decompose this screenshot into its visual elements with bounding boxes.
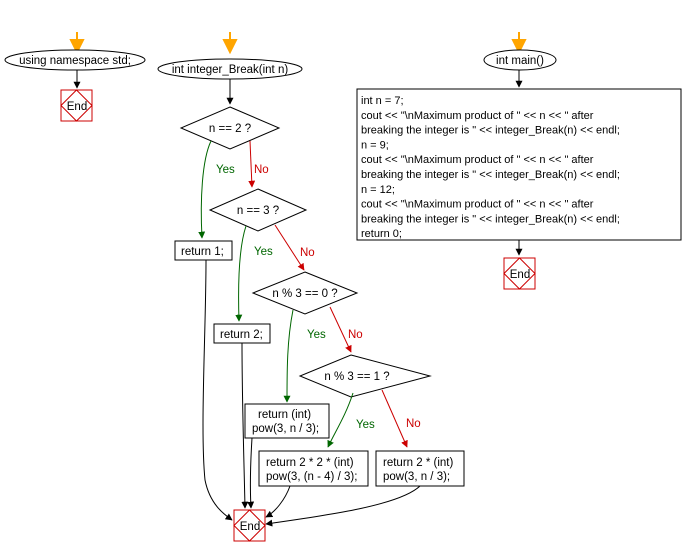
main-header: int main() — [496, 55, 544, 67]
no-branch-connector — [381, 389, 408, 448]
main-body-code: int n = 7; cout << "\nMaximum product of … — [361, 95, 620, 240]
main-end-label: End — [510, 269, 530, 281]
main-body-line: n = 12; — [361, 184, 395, 196]
main-body-line: cout << "\nMaximum product of " << n << … — [361, 110, 594, 122]
return-4-text-line2: pow(3, (n - 4) / 3); — [266, 471, 357, 483]
return-5-text-line2: pow(3, n / 3); — [383, 471, 450, 483]
namespace-end-node: End — [60, 89, 93, 122]
decision-n-eq-2 — [179, 106, 281, 150]
integer-break-end-node: End — [233, 509, 266, 542]
return-2-text: return 2; — [220, 329, 263, 341]
return-3-text-line1: return (int) — [258, 409, 311, 421]
yes-branch-connector — [283, 309, 294, 403]
no-label: No — [300, 247, 315, 259]
integer-break-end-label: End — [240, 521, 260, 533]
namespace-statement: using namespace std; — [19, 55, 131, 67]
connector — [202, 259, 233, 521]
start-arrow-icon — [69, 32, 85, 55]
namespace-end-label: End — [67, 101, 87, 113]
no-branch-connector — [329, 306, 352, 353]
start-arrow-icon — [511, 32, 527, 55]
no-label: No — [406, 418, 421, 430]
yes-label: Yes — [216, 164, 235, 176]
decision-n-mod-3-eq-0-label: n % 3 == 0 ? — [272, 288, 337, 300]
main-flowchart: int main() int n = 7; cout << "\nMaximum … — [356, 32, 682, 290]
integer-break-header: int integer_Break(int n) — [172, 64, 289, 76]
main-body-line: breaking the integer is " << integer_Bre… — [361, 213, 620, 225]
yes-label: Yes — [254, 246, 273, 258]
yes-branch-connector — [327, 392, 354, 448]
main-body-line: return 0; — [361, 228, 402, 240]
start-arrow-icon — [222, 32, 238, 55]
yes-branch-connector — [235, 225, 247, 322]
return-4-text-line1: return 2 * 2 * (int) — [266, 457, 354, 469]
return-3-text-line2: pow(3, n / 3); — [252, 423, 319, 435]
main-body-line: int n = 7; — [361, 95, 404, 107]
decision-n-mod-3-eq-1 — [298, 354, 432, 398]
return-4-box — [258, 450, 369, 487]
yes-label: Yes — [356, 419, 375, 431]
main-body-line: cout << "\nMaximum product of " << n << … — [361, 199, 594, 211]
main-end-node: End — [503, 257, 536, 290]
integer-break-flowchart: int integer_Break(int n) n == 2 ? Yes re… — [157, 32, 465, 542]
main-body-line: n = 9; — [361, 139, 389, 151]
decision-n-eq-2-label: n == 2 ? — [209, 123, 251, 135]
connector — [265, 485, 291, 518]
decision-n-mod-3-eq-0 — [251, 271, 359, 315]
namespace-flowchart: using namespace std; End — [4, 32, 146, 122]
return-1-box — [174, 240, 233, 261]
decision-n-eq-3-label: n == 3 ? — [237, 205, 279, 217]
yes-label: Yes — [307, 329, 326, 341]
return-5-text-line1: return 2 * (int) — [383, 457, 453, 469]
no-label: No — [348, 329, 363, 341]
return-1-text: return 1; — [181, 246, 224, 258]
decision-n-eq-3 — [208, 188, 308, 232]
no-branch-connector — [248, 140, 256, 188]
connector — [241, 342, 249, 509]
main-terminal — [483, 49, 557, 71]
return-3-box — [244, 403, 330, 439]
connector — [265, 485, 421, 527]
namespace-terminal — [4, 49, 146, 71]
main-body-line: cout << "\nMaximum product of " << n << … — [361, 154, 594, 166]
no-branch-connector — [274, 224, 305, 271]
main-body-line: breaking the integer is " << integer_Bre… — [361, 125, 620, 137]
connector — [247, 437, 255, 509]
decision-n-mod-3-eq-1-label: n % 3 == 1 ? — [324, 371, 389, 383]
yes-branch-connector — [198, 140, 212, 239]
no-label: No — [254, 164, 269, 176]
main-body-box — [356, 88, 682, 241]
return-5-box — [375, 450, 465, 487]
main-body-line: breaking the integer is " << integer_Bre… — [361, 169, 620, 181]
